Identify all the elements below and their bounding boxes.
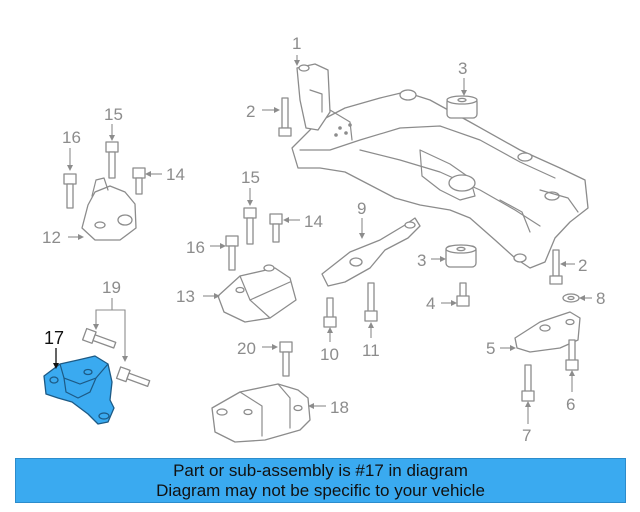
callout-labels: 1 2 3 15 16 14 12 15 14 16 9 3 2 13 19 4… [42,34,605,445]
part-1-bracket [294,55,331,131]
part-14-bolt-middle [269,213,300,243]
callout-10: 10 [320,345,339,364]
banner-line-2: Diagram may not be specific to your vehi… [156,480,485,500]
callout-7: 7 [522,426,531,445]
part-19-bolts [81,298,151,387]
info-banner: Part or sub-assembly is #17 in diagram D… [15,458,626,503]
callout-18: 18 [330,398,349,417]
part-10-bolt [323,297,337,342]
callout-9: 9 [357,199,366,218]
part-11-bolt [364,282,378,338]
part-20-bolt [262,341,293,377]
callout-15-left: 15 [104,105,123,124]
part-17-highlighted-mount[interactable] [43,348,115,425]
part-7-bolt [521,364,535,424]
part-9-torque-rod [321,217,421,287]
banner-line-1: Part or sub-assembly is #17 in diagram [173,460,468,480]
part-12-mount [68,177,137,241]
callout-2-lower: 2 [578,256,587,275]
callout-2-upper: 2 [246,102,255,121]
callout-11: 11 [362,341,380,360]
part-15-bolt-middle [243,188,257,245]
callout-14-middle: 14 [304,212,323,231]
part-5-bracket [500,311,581,353]
callout-8: 8 [596,289,605,308]
callout-6: 6 [566,395,575,414]
part-8-washer [562,293,592,303]
callout-19: 19 [102,278,121,297]
part-2-bolt-lower [549,249,575,285]
callout-16-middle: 16 [186,238,205,257]
callout-16-left: 16 [62,128,81,147]
callout-13: 13 [176,287,195,306]
callout-1: 1 [292,34,301,53]
part-18-mount [211,383,326,443]
part-2-bolt-upper [262,97,292,137]
callout-3-lower: 3 [417,251,426,270]
callout-5: 5 [486,339,495,358]
subframe-drawing [291,89,589,269]
callout-15-middle: 15 [241,168,260,187]
part-3-bushing-upper [446,78,478,119]
part-14-bolt-left [132,167,162,195]
callout-17: 17 [44,328,64,348]
part-13-mount [203,264,297,323]
callout-20: 20 [237,339,256,358]
part-4-bolt [441,282,470,307]
callout-3-upper: 3 [458,59,467,78]
part-16-bolt-middle [210,235,239,271]
callout-4: 4 [426,294,435,313]
part-6-bolt [565,339,579,392]
callout-14-left: 14 [166,165,185,184]
part-16-bolt-left [63,148,77,209]
parts-diagram: 1 2 3 15 16 14 12 15 14 16 9 3 2 13 19 4… [42,34,605,445]
callout-12: 12 [42,228,61,247]
part-3-bushing-lower [431,244,477,268]
part-15-bolt-left [105,124,119,179]
